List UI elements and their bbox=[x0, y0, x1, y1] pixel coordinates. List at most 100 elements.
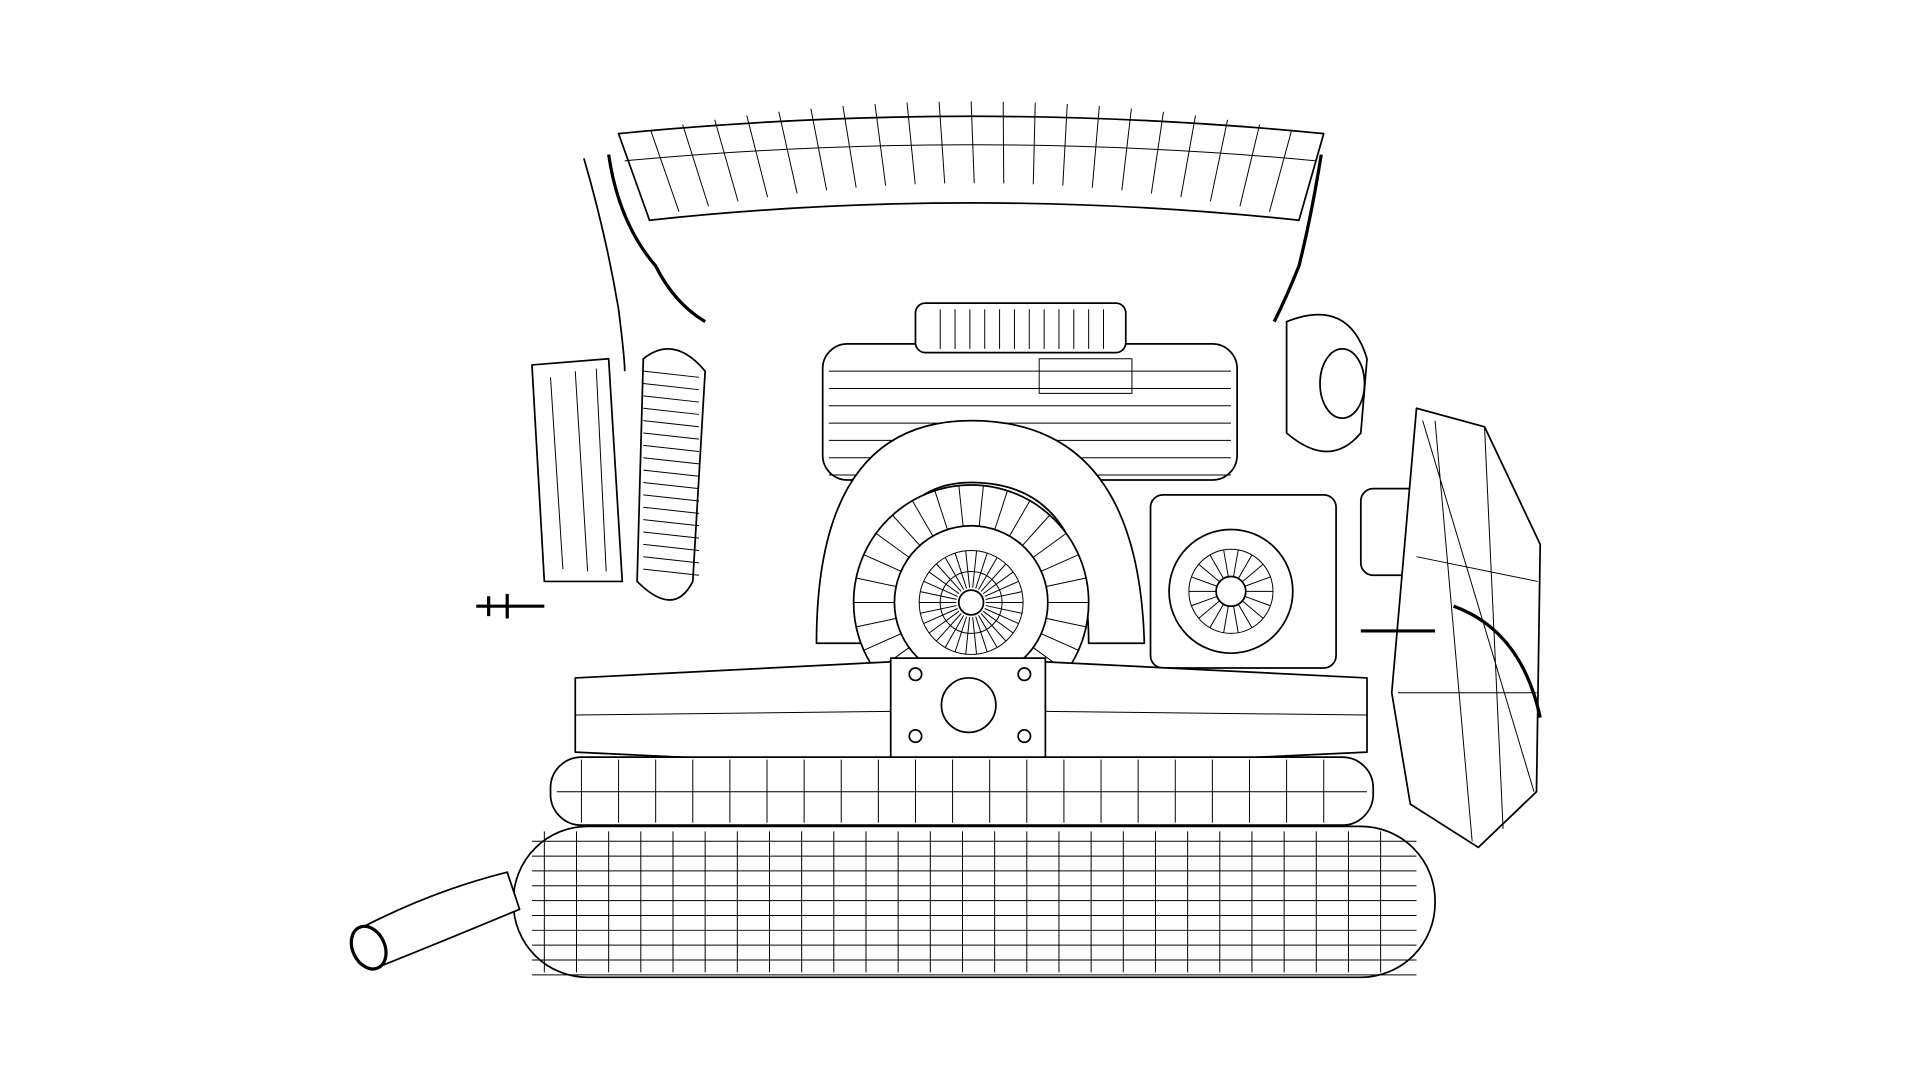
spoiler-mesh-line bbox=[650, 129, 680, 212]
hose-rib-line bbox=[643, 457, 700, 465]
fan-blade-line bbox=[1041, 554, 1079, 572]
fan-blade-line bbox=[863, 633, 902, 651]
fan-hub-line bbox=[980, 563, 1007, 592]
fan-blade-line bbox=[892, 514, 921, 546]
spoiler-mesh-line bbox=[714, 119, 739, 202]
spoiler-mesh-line bbox=[842, 105, 857, 188]
alternator-spoke-line bbox=[1233, 549, 1239, 577]
alternator bbox=[1149, 493, 1337, 669]
fan-hub-line bbox=[978, 615, 998, 648]
alternator-spoke-line bbox=[1223, 605, 1229, 633]
left-intake-hose bbox=[636, 348, 707, 601]
right-intake-hose bbox=[1285, 313, 1368, 453]
fan-blade-line bbox=[856, 577, 897, 588]
spoiler-mesh-line bbox=[1062, 103, 1068, 186]
spoiler-mesh-line bbox=[1268, 129, 1293, 212]
fan-blade-line bbox=[994, 490, 1008, 530]
spoiler-mesh-line bbox=[1121, 108, 1132, 191]
alternator-spoke-line bbox=[1237, 603, 1253, 629]
fan-blade-line bbox=[958, 485, 964, 527]
fan-hub-line bbox=[984, 608, 1019, 625]
fan-blade-line bbox=[911, 500, 934, 537]
hose-rib-line bbox=[643, 519, 700, 527]
fan-blade-line bbox=[1032, 532, 1067, 558]
fan-hub-line bbox=[975, 552, 988, 589]
spoiler-mesh-line bbox=[810, 108, 828, 191]
alternator-spoke-line bbox=[1198, 563, 1220, 583]
fan-hub-line bbox=[944, 615, 965, 648]
fan-hub-line bbox=[984, 580, 1019, 597]
spoiler-mesh-line bbox=[874, 103, 887, 186]
hose-rib-line bbox=[643, 568, 700, 576]
fan-hub-line bbox=[985, 591, 1023, 600]
spoiler-mesh-line bbox=[1209, 119, 1229, 202]
alternator-spoke-line bbox=[1241, 600, 1264, 619]
right-fitting bbox=[1360, 604, 1542, 718]
spoiler-mesh-line bbox=[1180, 115, 1196, 198]
alternator-spoke-line bbox=[1191, 595, 1218, 607]
fan-hub-line bbox=[928, 571, 960, 595]
spoiler-mesh-line bbox=[746, 115, 769, 198]
hose-rib-line bbox=[643, 407, 700, 415]
crossbar-edge-line bbox=[1045, 710, 1368, 716]
fan-hub-line bbox=[985, 605, 1023, 614]
spoiler-mesh-line bbox=[1091, 105, 1100, 188]
fan-hub-line bbox=[954, 552, 968, 589]
fan-hub-line bbox=[972, 550, 978, 588]
alternator-spoke-line bbox=[1191, 576, 1218, 587]
exhaust-tailpipe bbox=[349, 871, 521, 971]
fan-blade-line bbox=[1022, 514, 1051, 546]
hose-rib-line bbox=[643, 432, 700, 440]
engine-crossbar bbox=[574, 657, 1368, 768]
fan-hub-line bbox=[920, 605, 957, 614]
fan-hub-line bbox=[975, 616, 988, 653]
fan-blade-line bbox=[856, 617, 897, 628]
left-side-panel bbox=[531, 357, 624, 583]
hose-rib-line bbox=[643, 420, 700, 428]
hose-rib-line bbox=[643, 370, 700, 378]
fan-blade-line bbox=[1041, 633, 1079, 651]
spoiler bbox=[617, 101, 1325, 222]
spoiler-mesh-line bbox=[1032, 102, 1036, 185]
fan-hub-line bbox=[982, 610, 1014, 634]
spoiler-struts bbox=[583, 154, 1323, 372]
alternator-spoke-line bbox=[1209, 603, 1224, 629]
spoiler-mesh-line bbox=[970, 101, 975, 184]
spoiler-mesh-line bbox=[1239, 124, 1261, 207]
alternator-spoke-line bbox=[1223, 549, 1229, 577]
fan-hub-line bbox=[978, 557, 998, 590]
hose-rib-line bbox=[643, 494, 700, 502]
hose-rib-line bbox=[643, 383, 700, 391]
hose-rib-line bbox=[643, 543, 700, 552]
fan-hub-line bbox=[923, 580, 958, 597]
hose-rib-line bbox=[643, 444, 700, 453]
spoiler-mesh-line bbox=[778, 111, 798, 194]
fan-blade-line bbox=[1046, 577, 1087, 588]
spoiler-mesh-line bbox=[1002, 101, 1005, 184]
alternator-spoke-line bbox=[1237, 554, 1253, 579]
spoiler-mesh-line bbox=[682, 124, 710, 207]
fan-hub-line bbox=[923, 608, 958, 625]
alternator-spoke-line bbox=[1241, 563, 1264, 583]
lower-heat-exchanger bbox=[549, 756, 1375, 827]
hose-rib-line bbox=[643, 469, 700, 477]
fan-hub-line bbox=[935, 563, 962, 592]
fan-blade-line bbox=[863, 554, 902, 572]
fan-blade-line bbox=[934, 490, 948, 530]
fan-hub-line bbox=[944, 557, 965, 590]
fan-hub-line bbox=[965, 617, 971, 655]
muffler bbox=[512, 825, 1436, 979]
crossbar-edge-line bbox=[575, 710, 891, 716]
fan-hub-line bbox=[954, 616, 968, 653]
alternator-spoke-line bbox=[1244, 595, 1271, 607]
left-fitting bbox=[476, 593, 545, 619]
fan-hub-line bbox=[935, 613, 962, 642]
hose-rib-line bbox=[643, 395, 700, 403]
fan-hub-line bbox=[965, 550, 971, 588]
alternator-spoke-line bbox=[1244, 576, 1271, 587]
hose-rib-line bbox=[643, 506, 700, 514]
fan-hub-line bbox=[928, 610, 960, 634]
spoiler-mesh-line bbox=[1150, 111, 1164, 194]
spoiler-mesh-line bbox=[906, 102, 916, 185]
